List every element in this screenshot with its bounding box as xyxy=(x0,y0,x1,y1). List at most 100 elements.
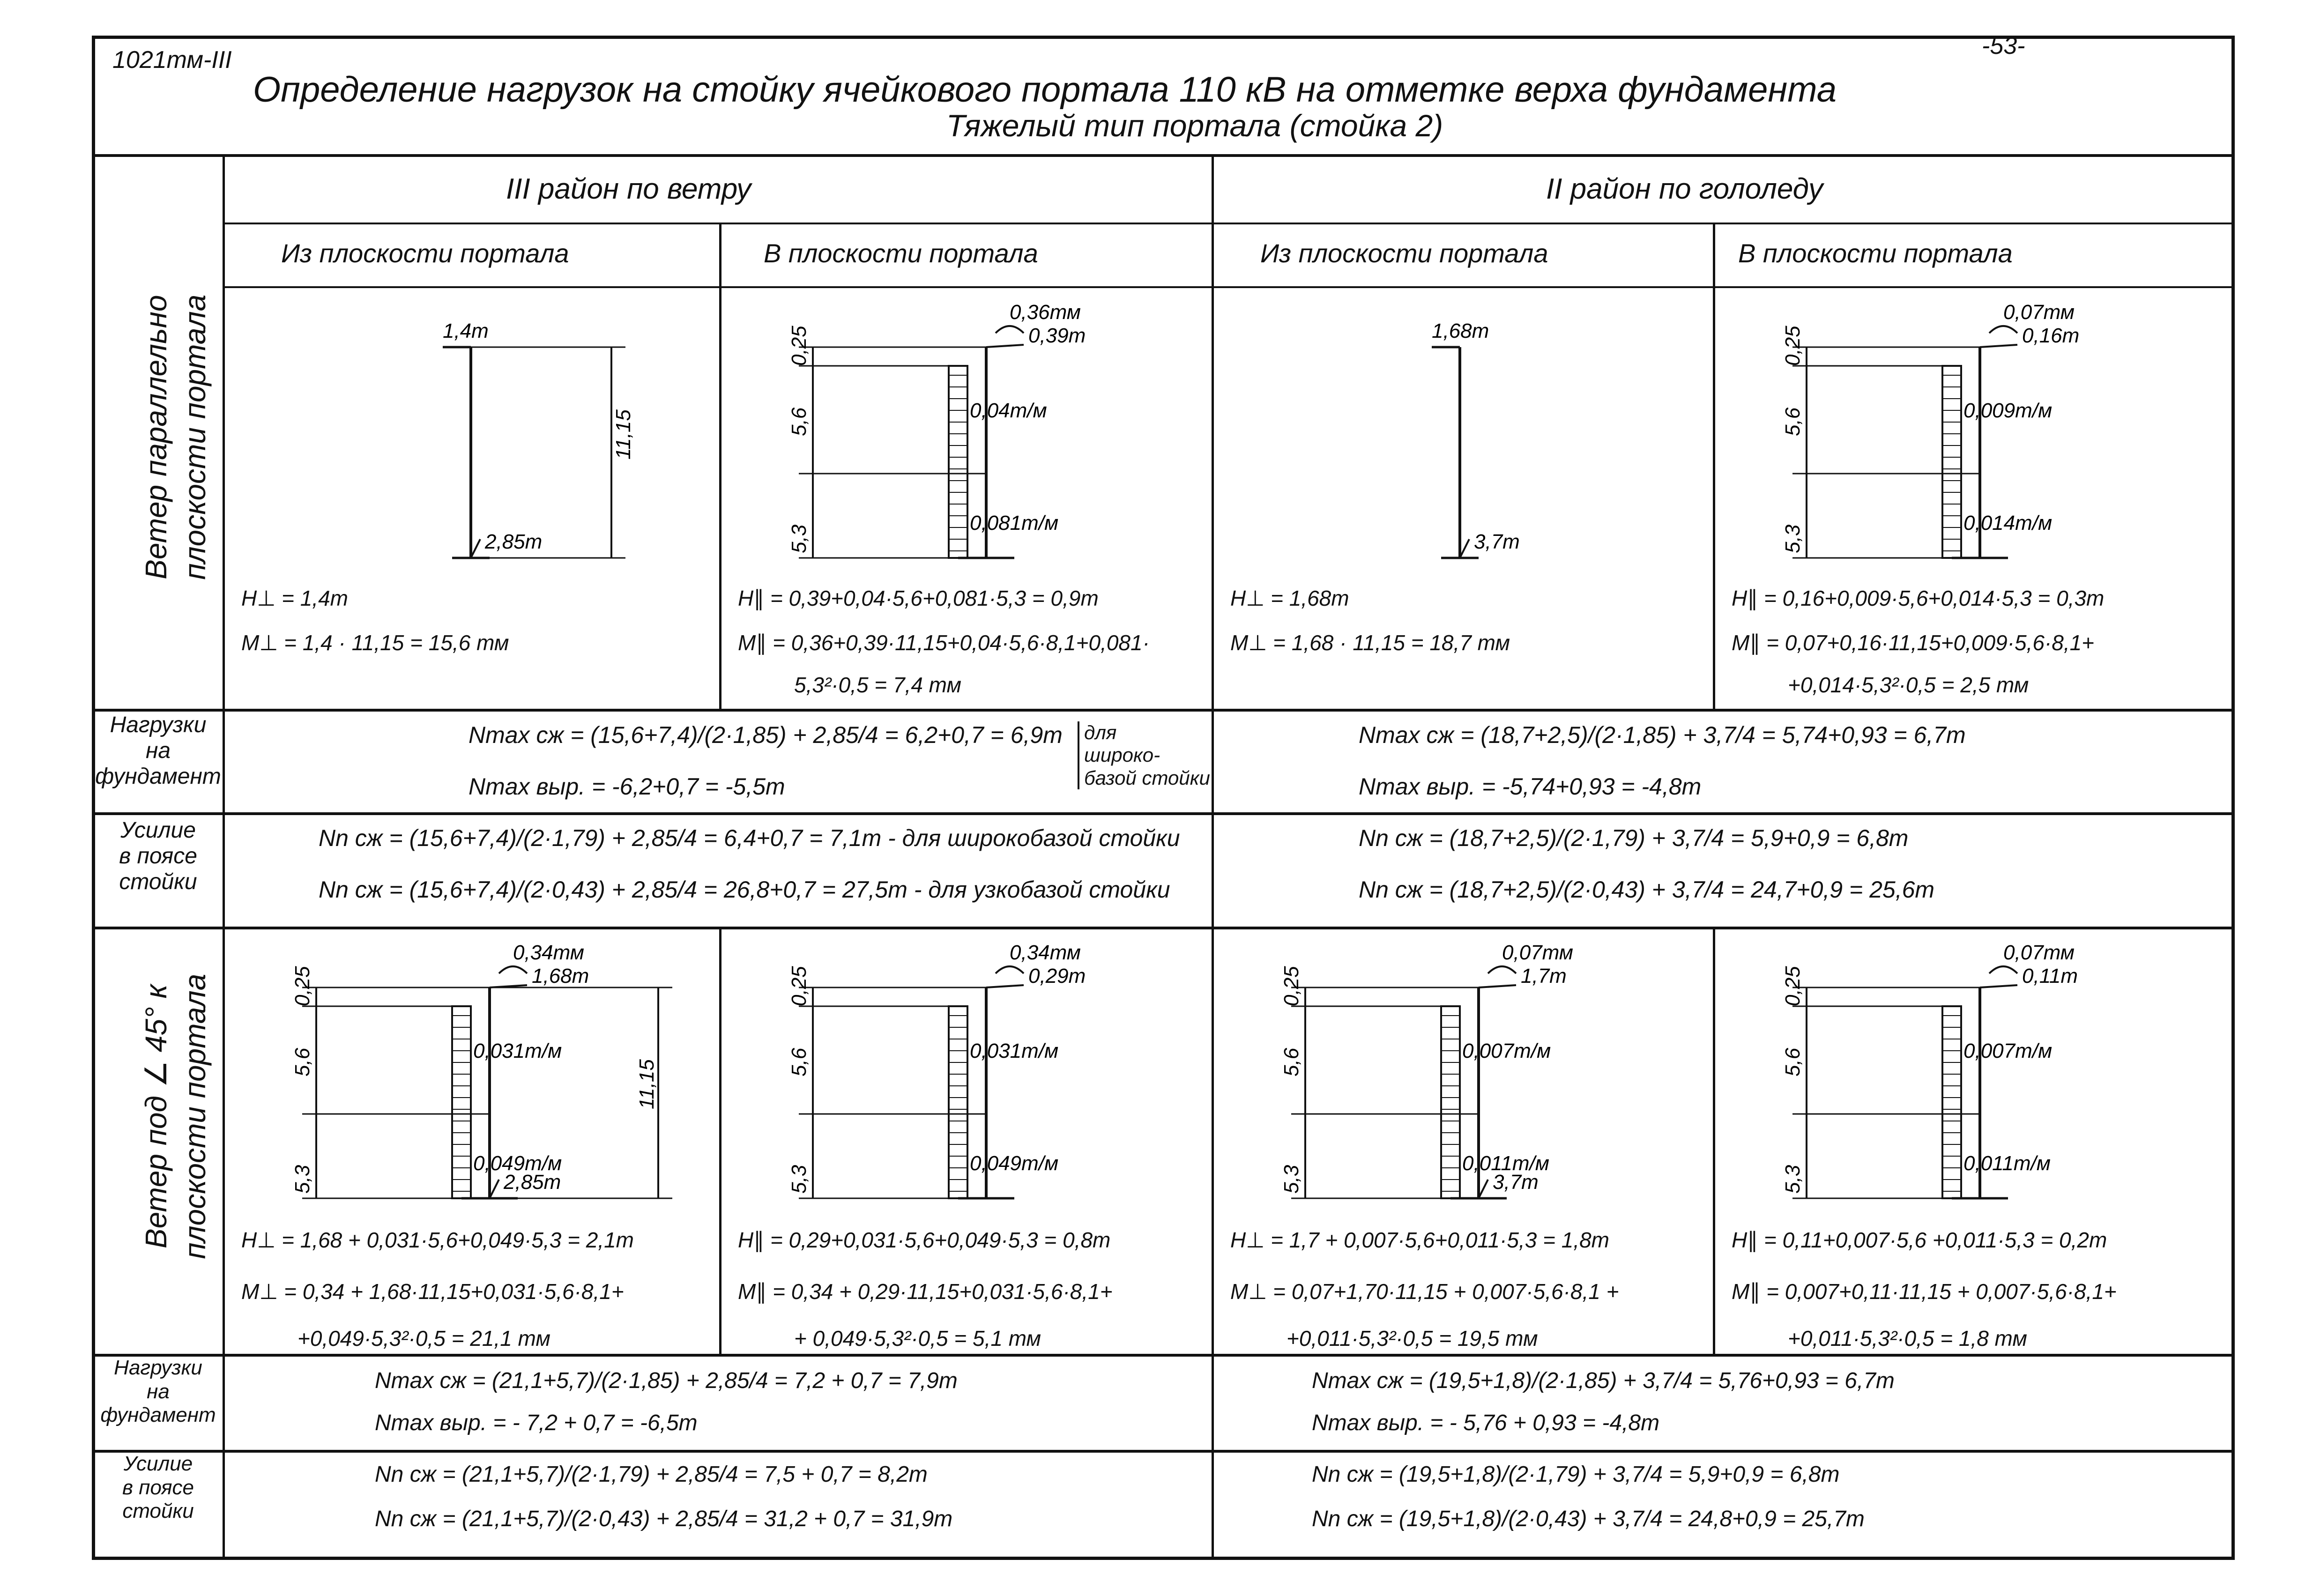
distributed-load-bar xyxy=(451,1005,472,1199)
distributed-load-label: 0,049т/м xyxy=(970,1152,1058,1175)
moment-arrow xyxy=(995,325,1025,334)
formula: M∥ = 0,34 + 0,29·11,15+0,031·5,6·8,1+ xyxy=(738,1279,1113,1304)
ice-district-header: II район по гололеду xyxy=(1546,173,1823,205)
top-load-label: 1,7т xyxy=(1521,965,1567,987)
distributed-load-label: 0,007т/м xyxy=(1462,1039,1551,1062)
formula: Nmax сж = (15,6+7,4)/(2·1,85) + 2,85/4 =… xyxy=(469,722,1063,748)
moment-arrow xyxy=(498,965,528,974)
wind-district-header: III район по ветру xyxy=(506,173,751,205)
load-diagram: 1,4т 11,15 2,85т xyxy=(443,319,635,559)
distributed-load-label: 0,031т/м xyxy=(473,1039,562,1062)
dimension-label: 5,6 xyxy=(1280,1047,1303,1076)
formula: Nmax сж = (21,1+5,7)/(2·1,85) + 2,85/4 =… xyxy=(375,1368,958,1393)
divider xyxy=(92,709,2235,712)
page-subtitle: Тяжелый тип портала (стойка 2) xyxy=(946,108,1443,143)
formula: M⊥ = 0,07+1,70·11,15 + 0,007·5,6·8,1 + xyxy=(1230,1279,1619,1304)
divider xyxy=(92,812,2235,815)
divider xyxy=(92,927,2235,929)
column-header: В плоскости портала xyxy=(1738,238,2013,268)
distributed-load-label: 0,011т/м xyxy=(1462,1152,1549,1175)
moment-label: 0,07тм xyxy=(2003,941,2075,964)
dimension-label: 5,3 xyxy=(1781,1165,1804,1194)
formula: Nmax выр. = - 5,76 + 0,93 = -4,8т xyxy=(1312,1410,1660,1435)
formula: Nn сж = (21,1+5,7)/(2·1,79) + 2,85/4 = 7… xyxy=(375,1462,928,1487)
top-load-label: 0,11т xyxy=(2022,965,2078,987)
dimension-label: 5,3 xyxy=(788,524,811,553)
divider xyxy=(92,1354,2235,1357)
formula: Nmax сж = (18,7+2,5)/(2·1,85) + 3,7/4 = … xyxy=(1359,722,1966,748)
dimension-label: 5,6 xyxy=(1781,1047,1804,1076)
moment-label: 0,36тм xyxy=(1010,301,1081,324)
base-load-label: 2,85т xyxy=(503,1171,561,1194)
base-arrow xyxy=(1478,1179,1489,1199)
formula: Nn сж = (15,6+7,4)/(2·0,43) + 2,85/4 = 2… xyxy=(319,876,1170,903)
formula: M∥ = 0,007+0,11·11,15 + 0,007·5,6·8,1+ xyxy=(1732,1279,2117,1304)
formula: +0,011·5,3²·0,5 = 1,8 тм xyxy=(1788,1326,2027,1351)
formula: Nmax выр. = -5,74+0,93 = -4,8т xyxy=(1359,773,1702,800)
dimension-label: 5,3 xyxy=(291,1165,314,1194)
distributed-load-bar xyxy=(948,1005,968,1199)
divider xyxy=(223,154,225,1560)
formula: +0,011·5,3²·0,5 = 19,5 тм xyxy=(1287,1326,1538,1351)
divider xyxy=(1713,223,1715,709)
distributed-load-label: 0,007т/м xyxy=(1963,1039,2052,1062)
load-arrow xyxy=(1478,984,1517,988)
dimension-label: 5,6 xyxy=(788,1047,811,1076)
base-load-label: 2,85т xyxy=(484,530,542,553)
dimension-label: 5,6 xyxy=(1781,407,1804,436)
load-diagram-panel: 1,4т 11,15 2,85т xyxy=(227,291,714,713)
base-arrow xyxy=(489,1179,500,1199)
divider xyxy=(92,1450,2235,1453)
dimension-label: 0,25 xyxy=(1280,966,1303,1006)
moment-label: 0,07тм xyxy=(1502,941,1573,964)
top-load-label: 1,4т xyxy=(443,319,489,342)
moment-arrow xyxy=(1988,965,2018,974)
dimension-label: 0,25 xyxy=(788,326,811,366)
distributed-load-label: 0,009т/м xyxy=(1963,399,2052,422)
load-arrow xyxy=(1979,344,2018,348)
height-label: 11,15 xyxy=(612,409,635,460)
formula: Nn сж = (18,7+2,5)/(2·0,43) + 3,7/4 = 24… xyxy=(1359,876,1935,903)
divider xyxy=(1212,154,1214,1560)
document-code: 1021тм-III xyxy=(112,46,232,74)
drawing-frame xyxy=(92,36,2235,1560)
load-arrow xyxy=(986,984,1024,988)
top-load-label: 0,16т xyxy=(2022,324,2079,347)
distributed-load-bar xyxy=(1440,1005,1461,1199)
formula: M⊥ = 1,68 · 11,15 = 18,7 тм xyxy=(1230,631,1510,655)
formula: H∥ = 0,16+0,009·5,6+0,014·5,3 = 0,3т xyxy=(1732,586,2105,610)
dimension-label: 5,3 xyxy=(1280,1165,1303,1194)
column-header: В плоскости портала xyxy=(764,238,1038,268)
formula: Nmax выр. = - 7,2 + 0,7 = -6,5т xyxy=(375,1410,698,1435)
dimension-label: 5,3 xyxy=(1781,524,1804,553)
dimension-label: 5,3 xyxy=(788,1165,811,1194)
formula: Nn сж = (18,7+2,5)/(2·1,79) + 3,7/4 = 5,… xyxy=(1359,825,1909,851)
formula: H⊥ = 1,68т xyxy=(1230,586,1349,610)
top-load-label: 0,29т xyxy=(1028,965,1086,987)
formula: H⊥ = 1,68 + 0,031·5,6+0,049·5,3 = 2,1т xyxy=(241,1228,634,1252)
formula: M∥ = 0,36+0,39·11,15+0,04·5,6·8,1+0,081· xyxy=(738,631,1150,655)
distributed-load-label: 0,011т/м xyxy=(1963,1152,2051,1175)
dimension-label: 0,25 xyxy=(1781,326,1804,366)
dimension-label: 0,25 xyxy=(291,966,314,1006)
base-arrow xyxy=(1459,539,1470,558)
formula: Nmax выр. = -6,2+0,7 = -5,5т xyxy=(469,773,785,800)
divider xyxy=(719,223,721,709)
moment-arrow xyxy=(1487,965,1517,974)
dimension-label: 5,6 xyxy=(291,1047,314,1076)
top-load-label: 1,68т xyxy=(1432,319,1489,342)
formula: +0,014·5,3²·0,5 = 2,5 тм xyxy=(1788,673,2029,697)
page-number: -53- xyxy=(1982,32,2025,59)
divider xyxy=(1713,927,1715,1354)
